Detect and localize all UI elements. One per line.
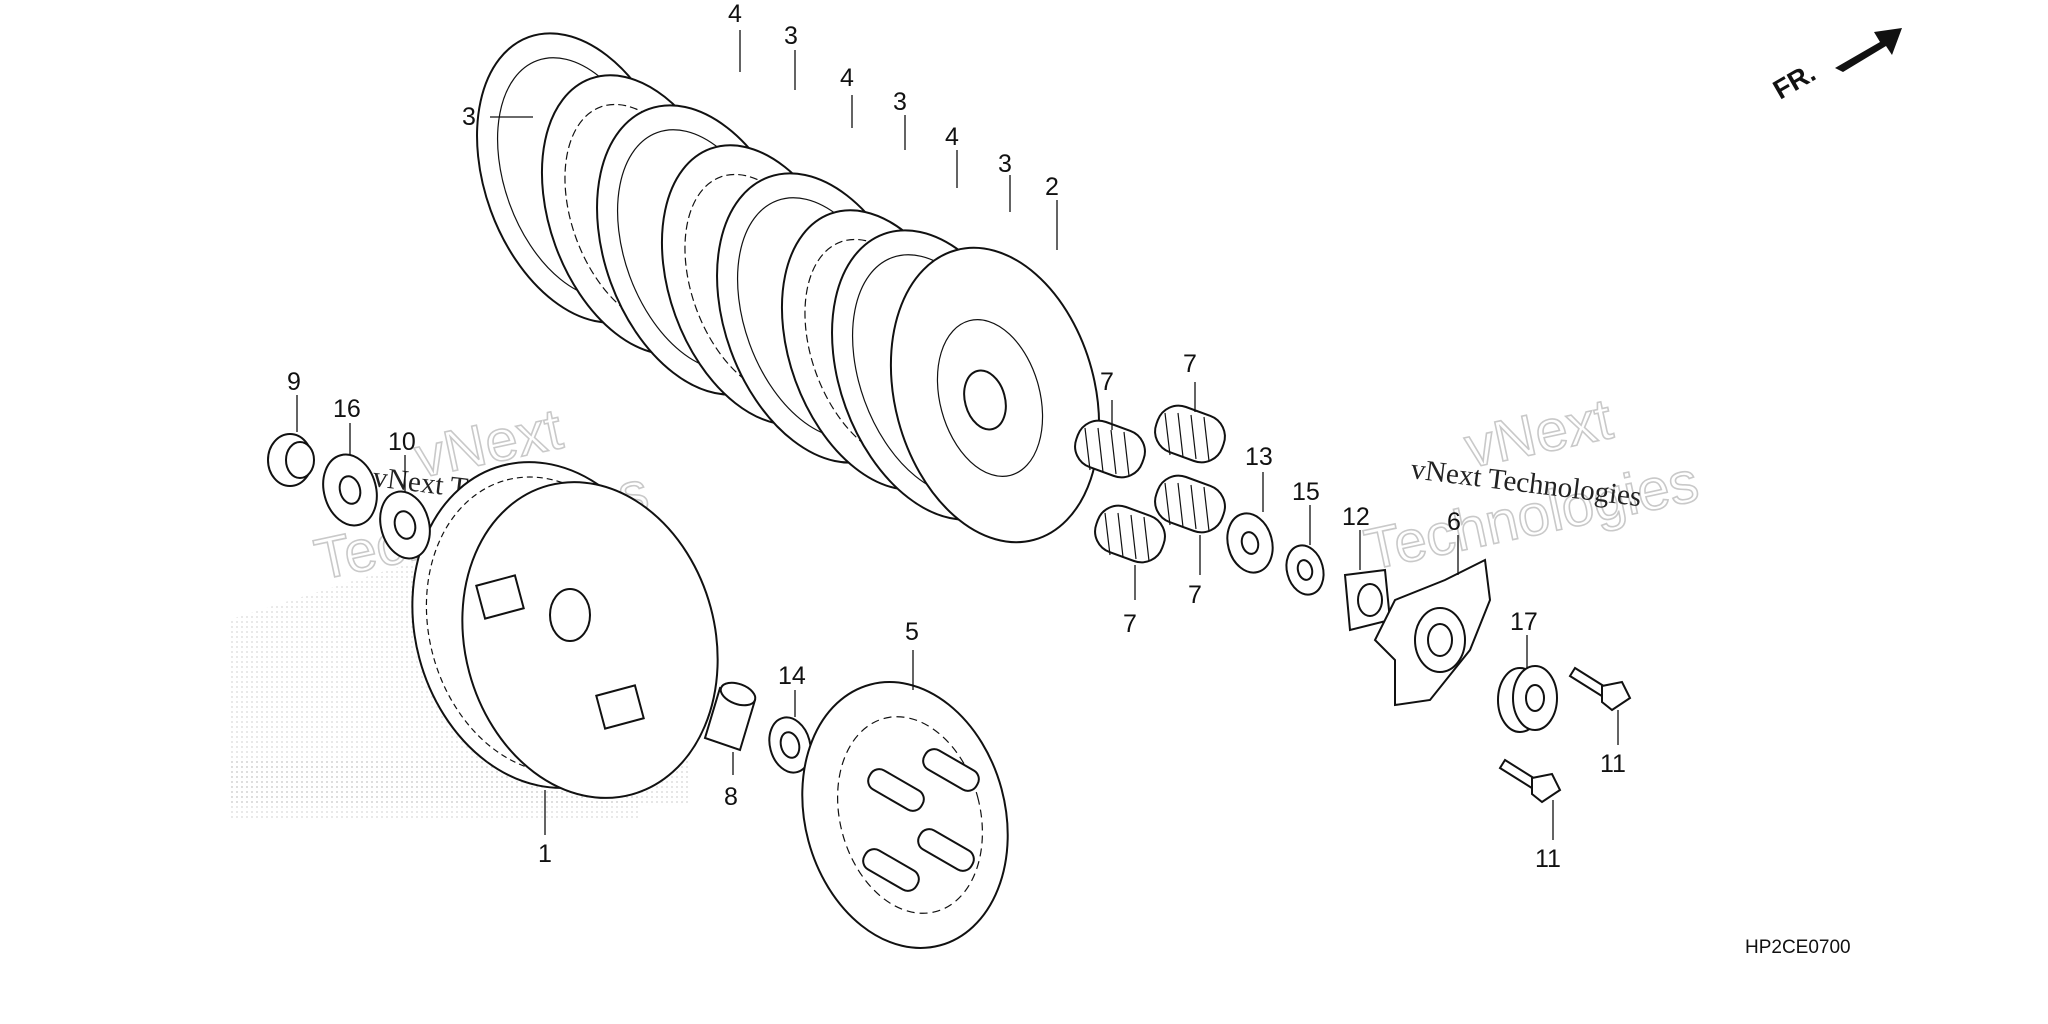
- part-8-collar: [703, 681, 757, 752]
- callout-2: 2: [1045, 173, 1059, 201]
- part-11-bolt-b: [1498, 758, 1562, 804]
- leader-lines: [296, 30, 1619, 840]
- callout-4: 4: [840, 64, 854, 92]
- part-14-thrust-washer: [768, 716, 812, 774]
- part-1-clutch-outer: [411, 461, 719, 799]
- callout-7: 7: [1188, 581, 1202, 609]
- callout-10: 10: [388, 428, 416, 456]
- callout-9: 9: [287, 368, 301, 396]
- callout-11: 11: [1535, 845, 1561, 873]
- part-9-collar-small: [267, 433, 315, 487]
- callout-11: 11: [1600, 750, 1626, 778]
- part-17-bearing: [1497, 665, 1558, 733]
- front-direction-indicator: FR.: [1768, 28, 1902, 105]
- watermark-right: vNext Technologies vNext Technologies: [1358, 386, 1704, 584]
- part-7-spring-b: [1154, 404, 1226, 464]
- part-7-spring-c: [1094, 504, 1166, 564]
- clutch-disk-stack: [476, 32, 1101, 544]
- callout-7: 7: [1123, 610, 1137, 638]
- callout-6: 6: [1447, 508, 1461, 536]
- callout-3: 3: [998, 150, 1012, 178]
- svg-text:FR.: FR.: [1768, 57, 1821, 105]
- part-5-clutch-center: [801, 681, 1009, 949]
- part-6-lifter-plate: [1373, 558, 1492, 707]
- part-7-spring-a: [1074, 419, 1146, 479]
- callout-7: 7: [1183, 350, 1197, 378]
- callout-3: 3: [893, 88, 907, 116]
- part-7-spring-d: [1154, 474, 1226, 534]
- callout-3: 3: [784, 22, 798, 50]
- callout-16: 16: [333, 395, 361, 423]
- part-12-lifter-cam: [1343, 568, 1392, 632]
- callout-5: 5: [905, 618, 919, 646]
- callout-14: 14: [778, 662, 806, 690]
- callout-4: 4: [945, 123, 959, 151]
- arrow-icon: [1835, 28, 1902, 72]
- callout-17: 17: [1510, 608, 1538, 636]
- callout-7: 7: [1100, 368, 1114, 396]
- part-13-washer: [1226, 512, 1274, 574]
- part-10-lock-washer: [379, 490, 431, 560]
- callout-12: 12: [1342, 503, 1370, 531]
- part-11-bolt-a: [1568, 666, 1632, 712]
- callout-1: 1: [538, 840, 552, 868]
- reference-code: HP2CE0700: [1745, 937, 1851, 958]
- callout-13: 13: [1245, 443, 1273, 471]
- callout-3: 3: [462, 103, 476, 131]
- part-2-pressure-plate: [889, 246, 1101, 544]
- callout-4: 4: [728, 0, 742, 28]
- part-15-washer-small: [1285, 544, 1325, 596]
- callout-labels: 3 4 3 4 3 4 3 2 7 7 13 15 12 6 7 7 17 11…: [287, 0, 1626, 873]
- clutch-springs: [1074, 404, 1226, 564]
- part-16-spline-washer: [322, 453, 378, 527]
- callout-8: 8: [724, 783, 738, 811]
- callout-15: 15: [1292, 478, 1320, 506]
